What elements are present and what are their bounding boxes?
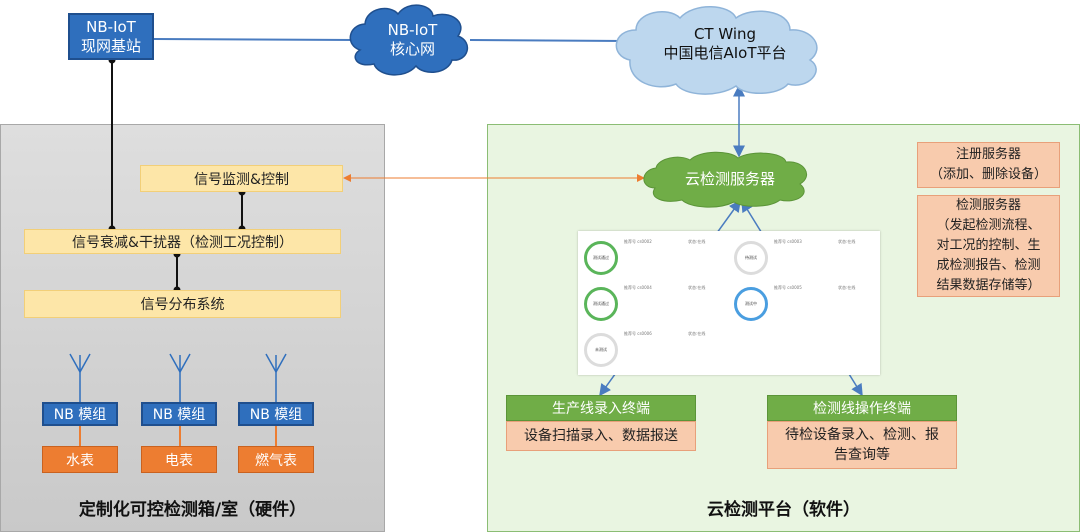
status-ring: 未测试 [584, 333, 618, 367]
line-terminal-desc: 待检设备录入、检测、报 告查询等 [767, 421, 957, 469]
cloud-server-shape [643, 151, 807, 208]
nb-module-gas: NB 模组 [238, 402, 314, 426]
signal-monitor-box: 信号监测&控制 [140, 165, 343, 192]
nb-module-water: NB 模组 [42, 402, 118, 426]
core-network-line1: NB-IoT [387, 21, 438, 39]
status-ring: 待测试 [734, 241, 768, 275]
production-terminal-box: 生产线录入终端 [506, 395, 696, 421]
detect-server-desc-1: （发起检测流程、 [936, 218, 1041, 233]
cloud-panel-title: 云检测平台（软件） [707, 499, 860, 520]
water-meter-box: 水表 [42, 446, 118, 473]
production-terminal-desc: 设备扫描录入、数据报送 [506, 421, 696, 451]
ct-wing-cloud-shape [615, 6, 818, 95]
link-base-to-core [153, 38, 356, 41]
core-network-cloud-shape [349, 4, 469, 76]
status-ring: 测试中 [734, 287, 768, 321]
base-station-line2: 现网基站 [80, 36, 141, 55]
card-state: 状态:在线 [688, 239, 706, 244]
card-state: 状态:在线 [838, 239, 856, 244]
detect-server-box: 检测服务器 （发起检测流程、 对工况的控制、生 成检测报告、检测 结果数据存储等… [917, 195, 1060, 297]
ct-wing-cloud: CT Wing 中国电信AIoT平台 [640, 22, 810, 66]
screenshot-card: 测试通过 推荐号 cs0004 状态:在线 [584, 283, 724, 327]
detect-server-title: 检测服务器 [955, 198, 1021, 213]
nb-module-electric: NB 模组 [141, 402, 217, 426]
card-label: 推荐号 cs0005 [774, 285, 802, 290]
register-server-title: 注册服务器 [955, 147, 1021, 162]
status-ring: 测试通过 [584, 241, 618, 275]
screenshot-card: 测试中 推荐号 cs0005 状态:在线 [734, 283, 874, 327]
detect-server-desc-3: 成检测报告、检测 [936, 258, 1041, 273]
card-label: 推荐号 cs0004 [624, 285, 652, 290]
hardware-panel-title: 定制化可控检测箱/室（硬件） [78, 499, 307, 520]
screenshot-card: 未测试 推荐号 cs0006 状态:在线 [584, 329, 724, 373]
line-terminal-desc-1: 待检设备录入、检测、报 [785, 427, 939, 443]
cloud-server-label: 云检测服务器 [684, 169, 775, 188]
ct-wing-line1: CT Wing [693, 25, 757, 43]
card-label: 推荐号 cs0003 [774, 239, 802, 244]
core-network-cloud: NB-IoT 核心网 [365, 18, 460, 62]
gas-meter-box: 燃气表 [238, 446, 314, 473]
card-state: 状态:在线 [688, 285, 706, 290]
line-terminal-desc-2: 告查询等 [834, 447, 890, 463]
attenuator-box: 信号衰减&干扰器（检测工况控制） [24, 229, 341, 254]
status-ring: 测试通过 [584, 287, 618, 321]
screenshot-card: 待测试 推荐号 cs0003 状态:在线 [734, 237, 874, 281]
screenshot-card: 测试通过 推荐号 cs0002 状态:在线 [584, 237, 724, 281]
card-label: 推荐号 cs0002 [624, 239, 652, 244]
electric-meter-box: 电表 [141, 446, 217, 473]
register-server-desc: （添加、删除设备） [929, 167, 1047, 182]
base-station-line1: NB-IoT [86, 17, 136, 36]
antenna-icon [69, 353, 287, 402]
embedded-app-screenshot: 测试通过 推荐号 cs0002 状态:在线 待测试 推荐号 cs0003 状态:… [578, 231, 880, 375]
distribution-box: 信号分布系统 [24, 290, 341, 318]
line-terminal-box: 检测线操作终端 [767, 395, 957, 421]
detect-server-desc-4: 结果数据存储等） [936, 278, 1041, 293]
ct-wing-line2: 中国电信AIoT平台 [663, 44, 787, 62]
register-server-box: 注册服务器 （添加、删除设备） [917, 142, 1060, 188]
base-station-box: NB-IoT 现网基站 [68, 13, 154, 60]
card-state: 状态:在线 [838, 285, 856, 290]
card-state: 状态:在线 [688, 331, 706, 336]
detect-server-desc-2: 对工况的控制、生 [936, 238, 1041, 253]
card-label: 推荐号 cs0006 [624, 331, 652, 336]
core-network-line2: 核心网 [389, 40, 435, 58]
link-core-to-ctwing [469, 39, 626, 42]
